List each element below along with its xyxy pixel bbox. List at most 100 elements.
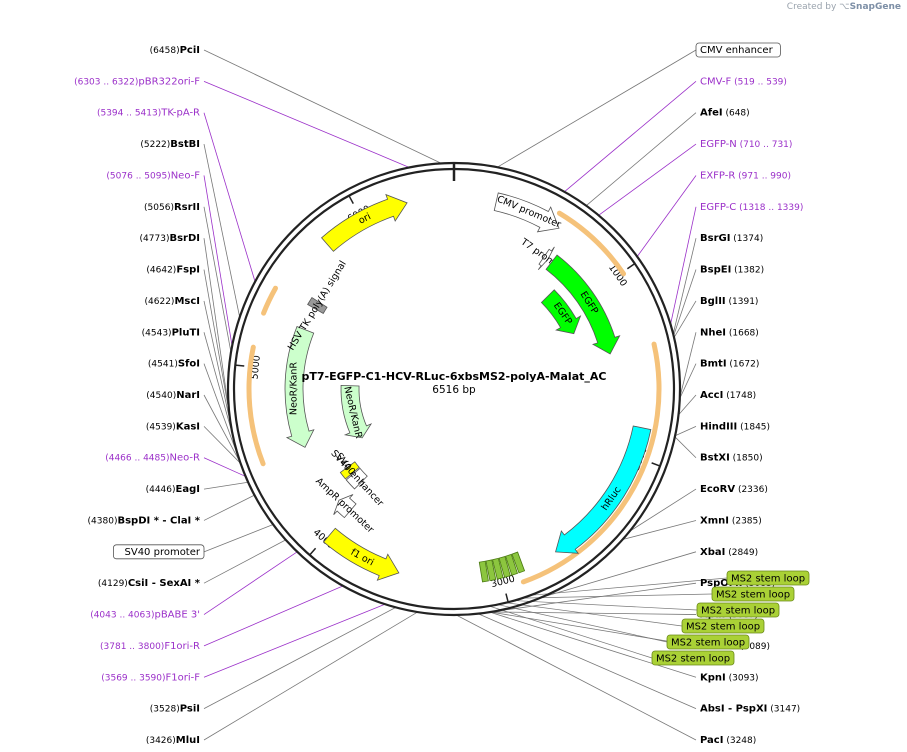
feature-label-neor-kanr: NeoR/KanR (288, 362, 299, 416)
label-name: MluI (176, 735, 200, 746)
leader-11 (673, 269, 697, 336)
label-position: (1382) (731, 266, 764, 276)
label-text: (6303 .. 6322)pBR322ori-F (74, 76, 200, 87)
site-label: AfeI (648) (700, 108, 750, 119)
feature-label-ori: ori (357, 211, 373, 226)
ms2-tag-5 (651, 650, 735, 666)
label-text: BglII (1391) (700, 296, 758, 307)
primer-label: (5076 .. 5095)Neo-F (106, 170, 200, 181)
tick-mark-3000 (505, 593, 509, 603)
tick-mark-1000 (626, 262, 636, 270)
site-label: BstXI (1850) (700, 453, 763, 464)
leader-0 (203, 49, 442, 164)
label-position: (1672) (727, 360, 760, 370)
site-label: (3426)MluI (146, 735, 200, 746)
label-text: BmtI (1672) (700, 359, 759, 370)
label-name: CsiI - SexAI * (128, 578, 201, 589)
label-name: F1ori-R (164, 641, 200, 652)
ms2-loop-2 (498, 555, 511, 578)
leader-5 (598, 143, 697, 216)
ms2-tag-label-5: MS2 stem loop (656, 654, 730, 665)
leader-27 (203, 457, 246, 477)
label-name: BstBI (170, 139, 200, 150)
leader-30 (203, 494, 255, 521)
ms2-loop-0 (511, 551, 526, 574)
primer-arcs (246, 210, 662, 585)
label-text: (6458)PciI (150, 45, 200, 56)
leader-21 (674, 425, 697, 437)
ms2-tag-2 (696, 602, 780, 618)
label-position: (4129) (98, 579, 128, 589)
label-name: SfoI (178, 359, 200, 370)
label-leader-lines (203, 49, 728, 741)
label-text: (5222)BstBI (140, 139, 200, 150)
primer-arc-3 (246, 344, 266, 467)
primer-label: (3569 .. 3590)F1ori-F (101, 672, 200, 683)
ms2-leader-3 (506, 602, 683, 627)
label-position: (4622) (145, 297, 175, 307)
site-label: BsrGI (1374) (700, 233, 763, 244)
label-position: (648) (723, 109, 750, 119)
ms2-tag-label-1: MS2 stem loop (716, 590, 790, 601)
ms2-tag-0 (726, 570, 810, 586)
ms2-loop-1 (505, 553, 519, 576)
label-text: CMV enhancer (700, 45, 774, 56)
label-name: KpnI (700, 672, 726, 683)
label-position: (971 .. 990) (735, 171, 791, 181)
label-text: (3569 .. 3590)F1ori-F (101, 672, 200, 683)
callout-box (695, 42, 781, 58)
site-label: EcoRV (2336) (700, 484, 768, 495)
leader-26 (203, 426, 241, 464)
label-text: EGFP-N (710 .. 731) (700, 139, 792, 150)
label-name: EcoRV (700, 484, 735, 495)
label-position: (1391) (726, 297, 759, 307)
label-text: AccI (1748) (700, 390, 756, 401)
leader-9 (203, 144, 241, 318)
site-label: (5056)RsrII (144, 202, 200, 213)
label-name: RsrII (174, 202, 200, 213)
label-name: EGFP-C (700, 202, 736, 213)
primer-label: (6303 .. 6322)pBR322ori-F (74, 76, 200, 87)
label-position: (4773) (140, 234, 170, 244)
site-label: (4541)SfoI (148, 359, 200, 370)
label-text: (3781 .. 3800)F1ori-R (100, 641, 200, 652)
label-position: (4539) (146, 422, 176, 432)
site-label: (4622)MscI (145, 296, 201, 307)
leader-39 (489, 611, 697, 678)
label-position: (4380) (88, 516, 118, 526)
feature-arrow-sv40-ori (339, 461, 360, 480)
feature-arrow-sv40-enhancer (345, 467, 368, 490)
label-name: CMV enhancer (700, 45, 774, 56)
leader-13 (203, 175, 233, 347)
ms2-tag-3 (681, 618, 765, 634)
ms2-tag-4 (666, 634, 750, 650)
site-label: XbaI (2849) (700, 547, 758, 558)
leader-7 (203, 112, 256, 282)
label-position: (4540) (146, 391, 176, 401)
label-text: (4539)KasI (146, 421, 200, 432)
label-position: (3093) (726, 673, 759, 683)
leader-25 (203, 394, 241, 464)
site-label: BmtI (1672) (700, 359, 759, 370)
label-name: BsrDI (169, 233, 200, 244)
label-text: XbaI (2849) (700, 547, 758, 558)
label-position: (4642) (146, 266, 176, 276)
ms2-tag-1 (711, 586, 795, 602)
label-text: EcoRV (2336) (700, 484, 768, 495)
feature-label-hsv-tk-poly-a-signal: HSV TK poly(A) signal (286, 259, 349, 353)
label-text: (4446)EagI (146, 484, 200, 495)
label-position: (1845) (737, 422, 770, 432)
site-label: (4446)EagI (146, 484, 200, 495)
label-name: XmnI (700, 515, 729, 526)
label-text: CMV-F (519 .. 539) (700, 76, 787, 87)
label-text: KpnI (3093) (700, 672, 759, 683)
leader-12 (673, 300, 697, 338)
label-name: KasI (176, 421, 200, 432)
leader-3 (564, 81, 697, 193)
label-position: (3528) (150, 705, 180, 715)
site-label: (3528)PsiI (150, 704, 200, 715)
label-name: BspEI (700, 265, 731, 276)
label-position: (6303 .. 6322) (74, 77, 138, 87)
label-position: (3147) (767, 705, 800, 715)
